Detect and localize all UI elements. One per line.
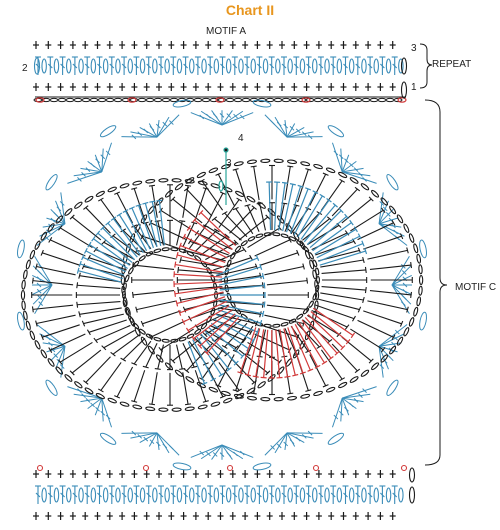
picot-marker-bottom-4 <box>400 464 408 472</box>
top-row-1-stitches <box>33 83 396 91</box>
picot-marker-bottom-2 <box>226 464 234 472</box>
join-markers <box>218 147 229 205</box>
picot-marker-bottom-0 <box>36 464 44 472</box>
chart-title: Chart II <box>225 2 275 18</box>
row-3-label: 3 <box>411 43 417 54</box>
top-row-2-stitches <box>35 56 404 75</box>
picot-marker-top-0 <box>35 97 45 103</box>
motif-c-label: MOTIF C <box>455 282 497 293</box>
bottom-row-c-stitches <box>33 512 396 520</box>
right-ring-red-stitches-2 <box>237 307 356 379</box>
left-ring-blue-stitches-2 <box>76 199 165 283</box>
repeat-label: REPEAT <box>432 59 472 70</box>
top-row-3-stitches <box>33 41 396 49</box>
picot-marker-top-2 <box>215 97 225 103</box>
bottom-row-b-stitches <box>35 485 404 504</box>
right-ring-red-stitches <box>173 210 240 356</box>
picot-marker-bottom-1 <box>142 464 150 472</box>
bottom-row-a-stitches <box>33 470 396 478</box>
row-1-label: 1 <box>411 82 417 93</box>
repeat-bracket <box>419 43 433 89</box>
right-ring-blue-stitches <box>266 181 368 266</box>
bottom-end-chain-2 <box>408 467 416 483</box>
outer-fan-ring <box>17 99 427 471</box>
picot-marker-top-4 <box>397 97 407 103</box>
top-chain-row <box>33 97 403 103</box>
row-2-label: 2 <box>22 63 28 74</box>
picot-marker-top-1 <box>127 97 137 103</box>
row-4-label: 4 <box>238 133 244 144</box>
picot-marker-top-3 <box>301 97 311 103</box>
row-2-turning-chain <box>33 57 41 75</box>
row-3b-label: 3 <box>226 158 232 169</box>
left-ring-blue-stitches <box>187 255 266 386</box>
row-1-end-chain <box>400 81 408 99</box>
picot-marker-bottom-3 <box>312 464 320 472</box>
row-2-end-chain <box>400 57 408 75</box>
motif-c-bracket <box>424 99 448 466</box>
motif-a-label: MOTIF A <box>206 26 246 37</box>
bottom-end-chain <box>408 486 416 504</box>
left-ring <box>20 178 320 412</box>
